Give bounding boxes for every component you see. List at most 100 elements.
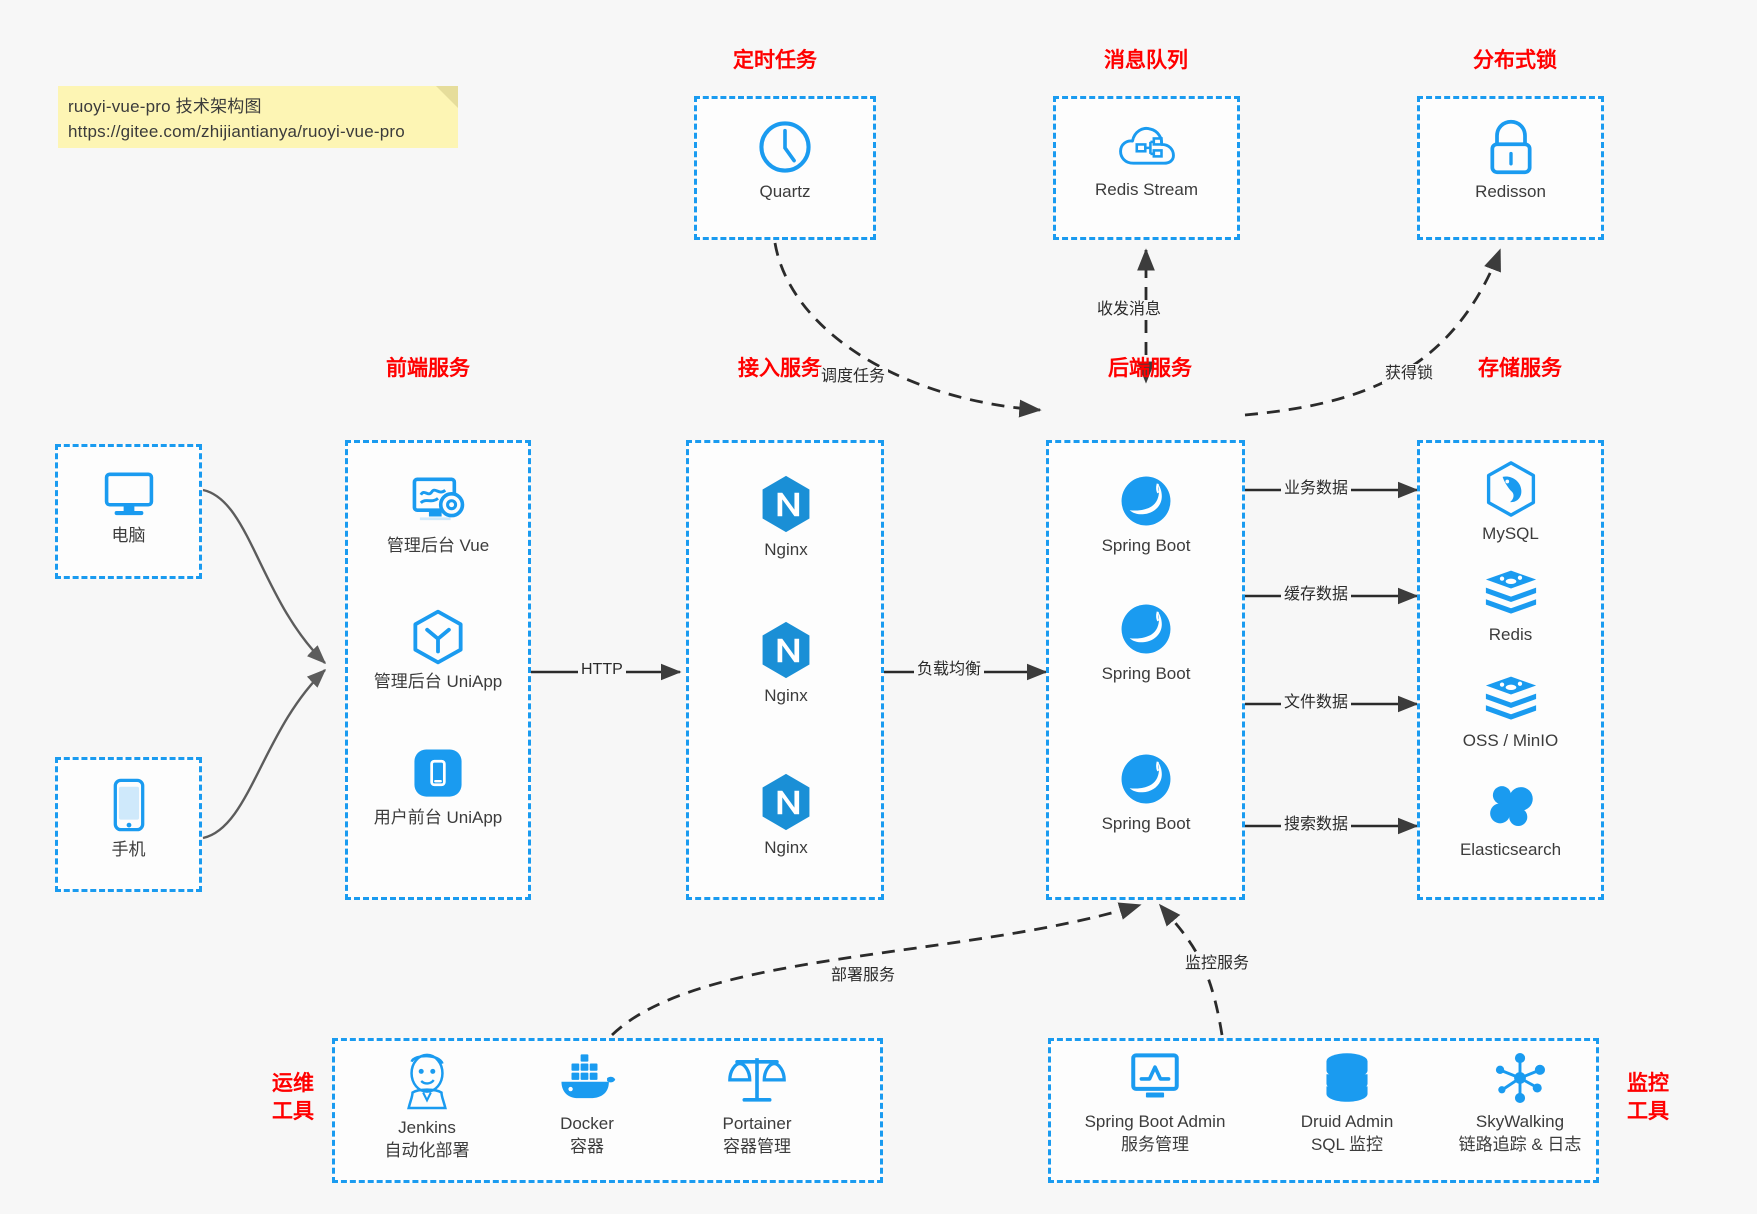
group-box-monitor	[1048, 1038, 1599, 1183]
docker-icon	[561, 1054, 616, 1099]
group-box-scheduler	[694, 96, 876, 240]
monitor-label-line1: 监控	[1627, 1072, 1669, 1095]
node-skywalking[interactable]: SkyWalking 链路追踪 & 日志	[1435, 1050, 1605, 1156]
mysql-icon	[1486, 461, 1535, 517]
node-label: Spring Boot	[1101, 814, 1191, 833]
node-label: Nginx	[764, 540, 808, 559]
dashboard-icon	[412, 477, 465, 521]
node-desc: SQL 监控	[1310, 1135, 1384, 1154]
node-nginx-1[interactable]: Nginx	[700, 474, 872, 561]
scales-icon	[728, 1058, 786, 1102]
mobile-app-icon	[414, 749, 462, 797]
node-label: MySQL	[1482, 524, 1539, 543]
node-desc: 容器管理	[723, 1137, 791, 1156]
group-box-devops	[332, 1038, 883, 1183]
node-desc: 服务管理	[1121, 1135, 1189, 1154]
node-nginx-3[interactable]: Nginx	[700, 772, 872, 859]
cube-icon	[413, 609, 463, 665]
node-oss-minio[interactable]: OSS / MinIO	[1427, 673, 1594, 752]
node-label: Quartz	[759, 182, 811, 201]
note-fold-corner	[436, 86, 458, 108]
node-redis[interactable]: Redis	[1427, 567, 1594, 646]
node-user-uniapp[interactable]: 用户前台 UniApp	[352, 744, 524, 829]
group-label-gateway: 接入服务	[738, 357, 822, 380]
node-mobile[interactable]: 手机	[62, 776, 195, 861]
group-box-frontend	[345, 440, 531, 900]
node-desc: 链路追踪 & 日志	[1458, 1135, 1582, 1154]
node-label: 管理后台 UniApp	[373, 672, 503, 691]
node-label: 管理后台 Vue	[386, 536, 490, 555]
devops-label-line2: 工具	[272, 1100, 314, 1123]
monitor-chart-icon	[1131, 1053, 1179, 1098]
note-url: https://gitee.com/zhijiantianya/ruoyi-vu…	[68, 122, 405, 141]
phone-icon	[113, 778, 144, 832]
nginx-icon	[762, 773, 810, 831]
node-nginx-2[interactable]: Nginx	[700, 620, 872, 707]
group-label-storage: 存储服务	[1478, 357, 1562, 380]
node-desc: 自动化部署	[384, 1141, 470, 1160]
sticky-note: ruoyi-vue-pro 技术架构图 https://gitee.com/zh…	[58, 86, 458, 148]
node-spring-boot-1[interactable]: Spring Boot	[1060, 472, 1232, 557]
clock-icon	[759, 121, 811, 173]
edge-label-send-receive-message: 收发消息	[1094, 300, 1165, 320]
nginx-icon	[762, 621, 810, 679]
edge-label-deploy-service: 部署服务	[828, 966, 899, 986]
node-label: Spring Boot	[1101, 536, 1191, 555]
group-label-frontend: 前端服务	[386, 357, 470, 380]
edge-label-schedule-task: 调度任务	[818, 367, 889, 387]
group-label-backend: 后端服务	[1108, 357, 1192, 380]
node-label: Elasticsearch	[1459, 840, 1562, 859]
devops-label-line1: 运维	[272, 1072, 314, 1095]
node-spring-boot-3[interactable]: Spring Boot	[1060, 750, 1232, 835]
node-spring-boot-admin[interactable]: Spring Boot Admin 服务管理	[1060, 1050, 1250, 1156]
node-elasticsearch[interactable]: Elasticsearch	[1427, 780, 1594, 861]
oss-icon	[1485, 676, 1536, 720]
group-label-monitor: 监控 工具	[1613, 1070, 1683, 1126]
node-quartz[interactable]: Quartz	[704, 118, 866, 203]
node-redisson[interactable]: Redisson	[1427, 118, 1594, 203]
edge-label-load-balance: 负载均衡	[914, 660, 985, 680]
edge-label-cache-data: 缓存数据	[1281, 585, 1352, 605]
node-mysql[interactable]: MySQL	[1427, 460, 1594, 545]
node-portainer[interactable]: Portainer 容器管理	[682, 1050, 832, 1158]
node-admin-vue[interactable]: 管理后台 Vue	[352, 474, 524, 557]
node-docker[interactable]: Docker 容器	[512, 1050, 662, 1158]
edge-label-business-data: 业务数据	[1281, 479, 1352, 499]
node-label: Spring Boot	[1101, 664, 1191, 683]
group-label-mq: 消息队列	[1104, 49, 1188, 72]
group-label-scheduler: 定时任务	[733, 49, 817, 72]
node-label: Druid Admin	[1300, 1112, 1394, 1131]
edge-label-file-data: 文件数据	[1281, 693, 1352, 713]
node-label: 手机	[111, 840, 146, 859]
jenkins-icon	[407, 1053, 447, 1110]
lock-icon	[1489, 119, 1532, 175]
node-label: OSS / MinIO	[1462, 731, 1559, 750]
edge-label-acquire-lock: 获得锁	[1382, 364, 1437, 384]
node-redis-stream[interactable]: Redis Stream	[1063, 120, 1230, 201]
spring-icon	[1121, 476, 1171, 526]
node-label: Redis	[1488, 625, 1533, 644]
node-label: Portainer	[722, 1114, 792, 1133]
node-label: Docker	[560, 1114, 614, 1133]
spring-icon	[1121, 754, 1171, 804]
group-label-lock: 分布式锁	[1473, 49, 1557, 72]
note-title: ruoyi-vue-pro 技术架构图	[68, 97, 262, 116]
edge-label-monitor-service: 监控服务	[1182, 954, 1253, 974]
node-jenkins[interactable]: Jenkins 自动化部署	[352, 1050, 502, 1162]
node-pc[interactable]: 电脑	[62, 468, 195, 547]
node-admin-uniapp[interactable]: 管理后台 UniApp	[352, 608, 524, 693]
cloud-network-icon	[1118, 127, 1175, 165]
edge-label-search-data: 搜索数据	[1281, 815, 1352, 835]
node-label: SkyWalking	[1475, 1112, 1565, 1131]
node-label: Redis Stream	[1095, 180, 1198, 199]
node-label: Jenkins	[398, 1118, 456, 1137]
spring-icon	[1121, 604, 1171, 654]
redis-icon	[1485, 570, 1536, 614]
nodes-graph-icon	[1495, 1052, 1546, 1104]
desktop-icon	[104, 472, 153, 516]
database-icon	[1326, 1053, 1368, 1102]
elasticsearch-icon	[1489, 786, 1533, 827]
node-spring-boot-2[interactable]: Spring Boot	[1060, 600, 1232, 685]
node-druid-admin[interactable]: Druid Admin SQL 监控	[1272, 1050, 1422, 1156]
